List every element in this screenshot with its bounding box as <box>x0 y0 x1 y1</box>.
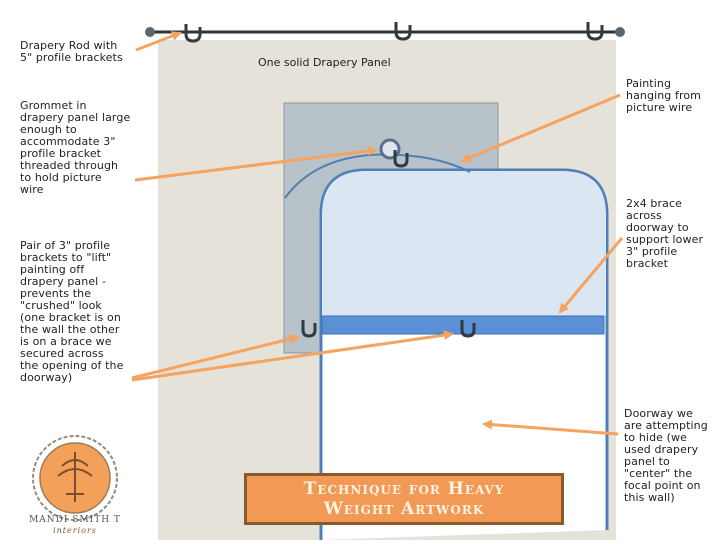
arrow-grommet <box>134 146 378 182</box>
doorway-upper-fill <box>322 171 606 316</box>
logo-name: MANDI SMITH T <box>29 515 121 525</box>
label-brace: 2x4 brace across doorway to support lowe… <box>626 197 704 270</box>
brace-bracket-icon <box>460 320 476 338</box>
label-grommet: Grommet in drapery panel large enough to… <box>20 99 131 196</box>
label-doorway: Doorway we are attempting to hide (we us… <box>624 407 708 504</box>
title-box: Technique for Heavy Weight Artwork <box>244 473 564 525</box>
rod-bracket-icon <box>394 22 412 41</box>
grommet-bracket-icon <box>393 150 409 168</box>
rod-finial-left <box>145 27 155 37</box>
arrow-doorway <box>482 419 619 436</box>
label-profile-brackets: Pair of 3" profile brackets to "lift" pa… <box>20 239 124 384</box>
rod-bracket-icon <box>586 22 604 41</box>
label-painting: Painting hanging from picture wire <box>626 77 701 114</box>
label-drapery-rod: Drapery Rod with 5" profile brackets <box>20 39 123 64</box>
arrow-brace-bracket <box>131 330 454 382</box>
arrow-wall-bracket <box>131 334 300 380</box>
arrow-brace <box>558 237 624 314</box>
title-line-2: Weight Artwork <box>323 499 485 519</box>
label-drapery-panel: One solid Drapery Panel <box>258 56 391 69</box>
arrow-rod <box>135 31 182 52</box>
arrow-painting <box>460 93 621 163</box>
wall-bracket-icon <box>301 320 317 338</box>
rod-finial-right <box>615 27 625 37</box>
logo-subtitle: interiors <box>53 526 97 535</box>
title-line-1: Technique for Heavy <box>303 479 505 499</box>
logo-emblem <box>32 435 118 521</box>
rod-bracket-icon <box>184 24 202 43</box>
